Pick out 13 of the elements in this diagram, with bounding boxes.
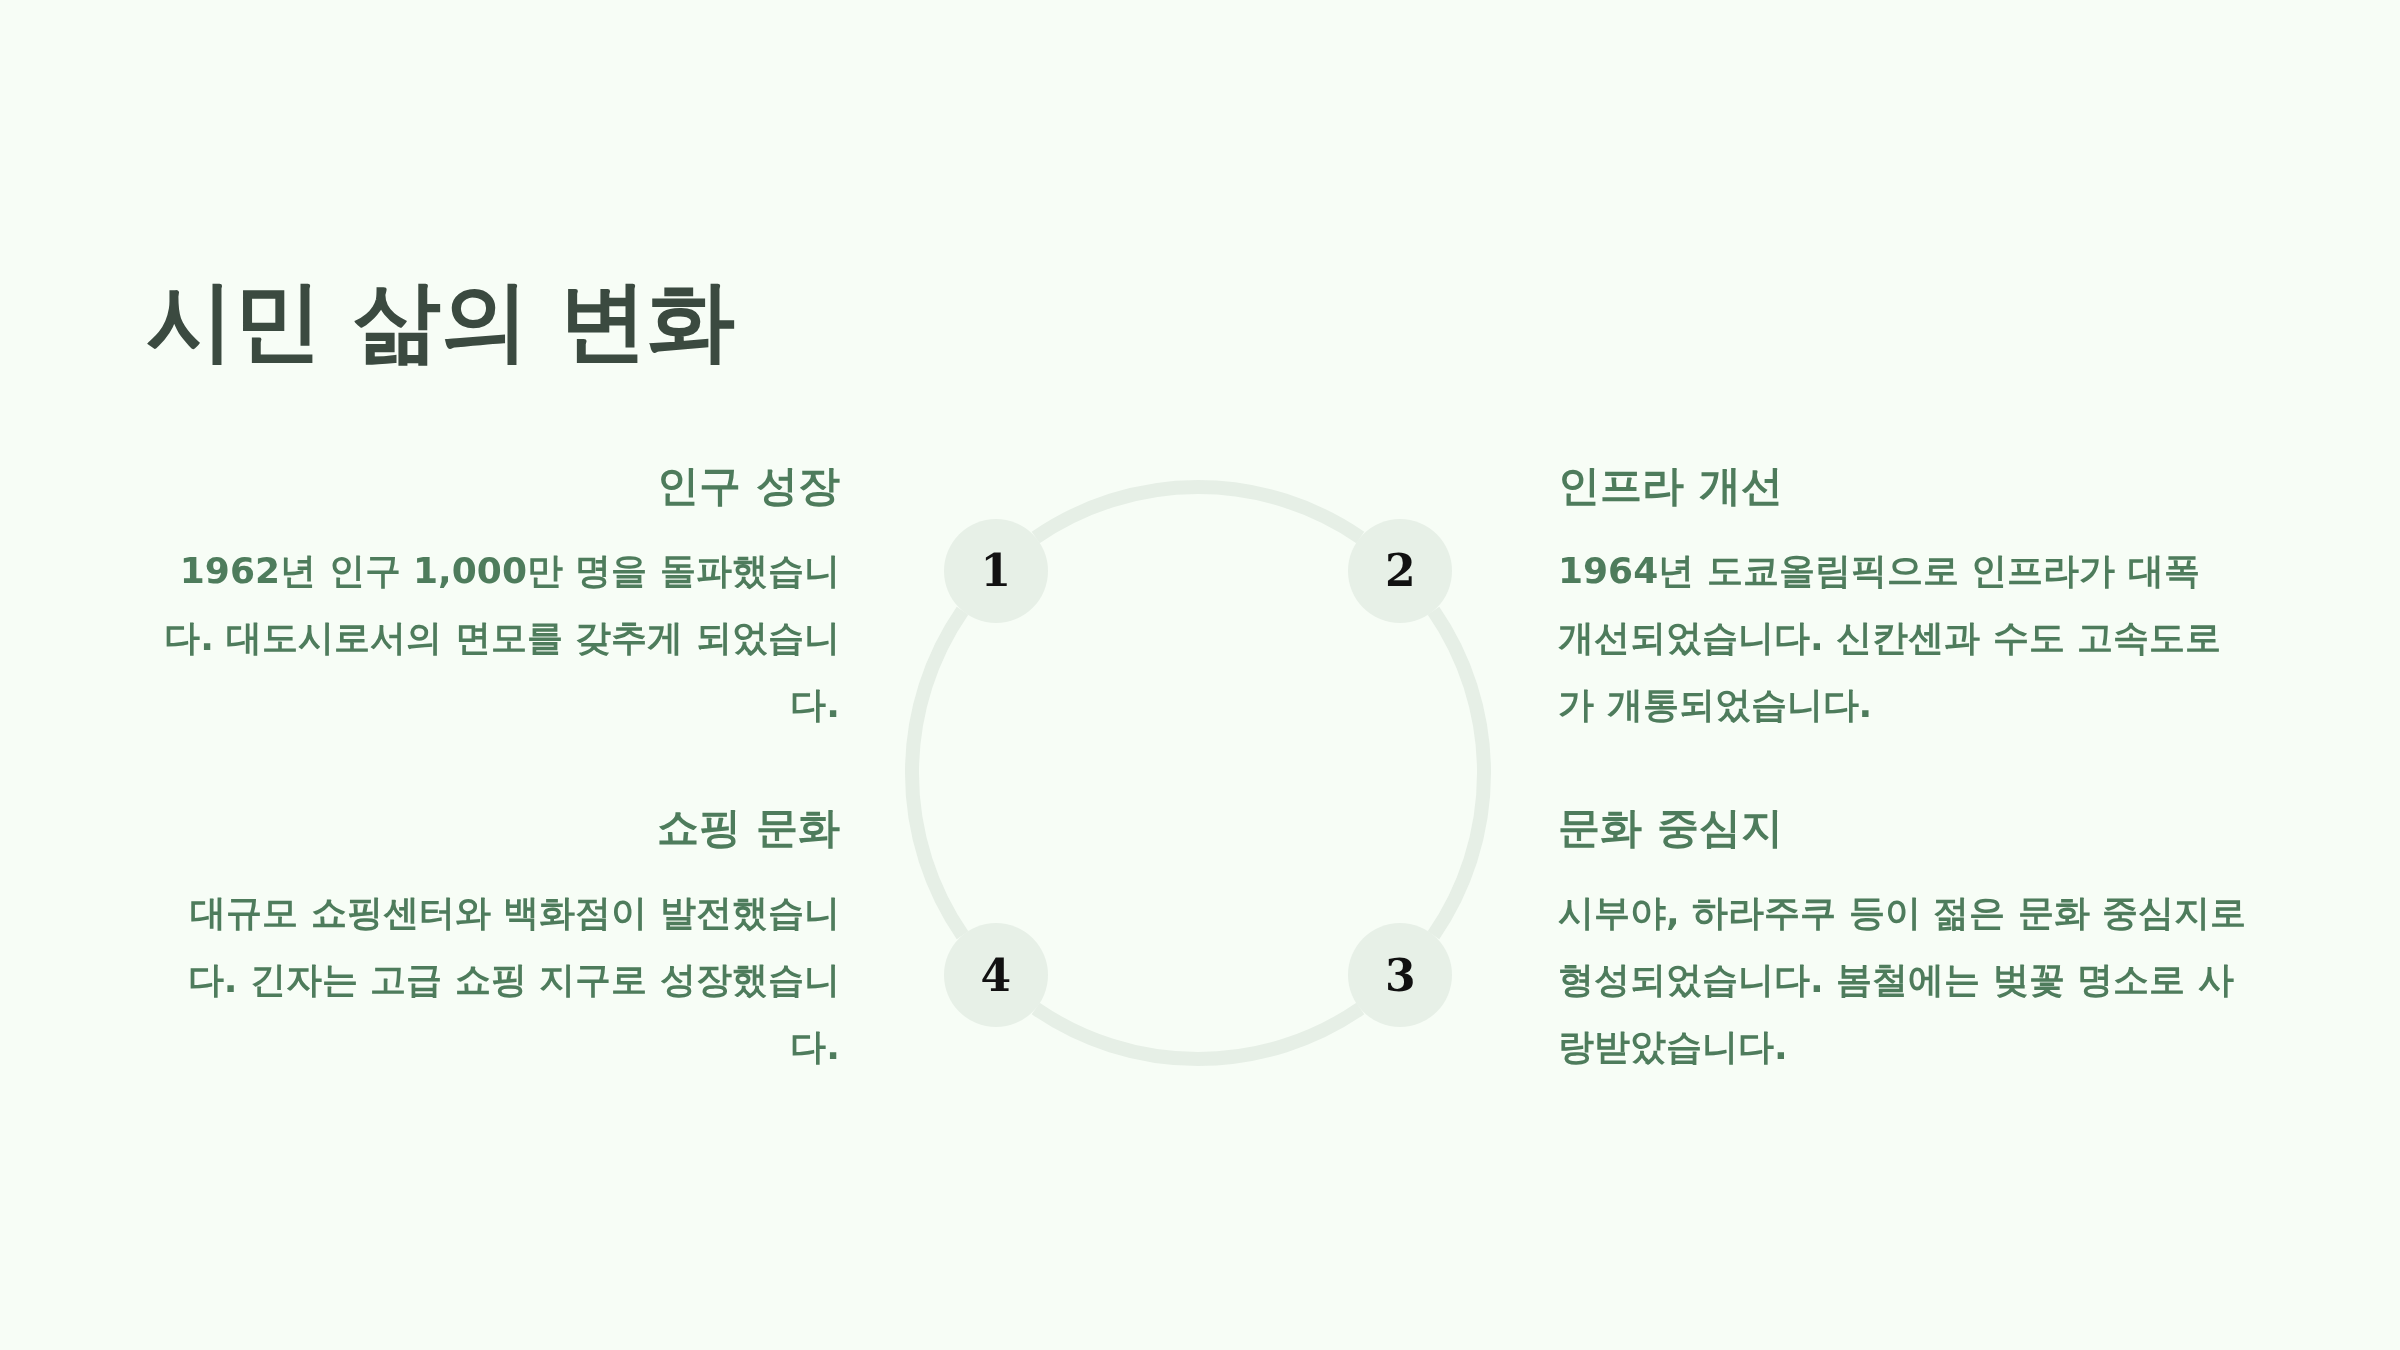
step-number: 4 (980, 949, 1012, 1001)
step-number: 3 (1384, 949, 1416, 1001)
step-number: 2 (1384, 545, 1416, 597)
description-text: 1962년 인구 1,000만 명을 돌파했습니다. 대도시로서의 면모를 갖추게 되었습니다. (163, 549, 840, 727)
section-heading: 문화 중심지 (1558, 802, 1784, 854)
section-heading: 인프라 개선 (1558, 460, 1784, 512)
description-text: 1964년 도쿄올림픽으로 인프라가 대폭 개선되었습니다. 신칸센과 수도 고속도로가 개통되었습니다. (1558, 549, 2223, 727)
description-text: 대규모 쇼핑센터와 백화점이 발전했습니다. 긴자는 고급 쇼핑 지구로 성장했습니다. (186, 891, 840, 1069)
description-text: 시부야, 하라주쿠 등이 젊은 문화 중심지로 형성되었습니다. 봄철에는 벚꽃 명소로 사랑받았습니다. (1558, 891, 2248, 1069)
slide-title: 시민 삶의 변화 (146, 268, 736, 374)
section-heading: 인구 성장 (656, 460, 840, 512)
section-heading: 쇼핑 문화 (656, 802, 840, 854)
step-number: 1 (980, 545, 1012, 597)
